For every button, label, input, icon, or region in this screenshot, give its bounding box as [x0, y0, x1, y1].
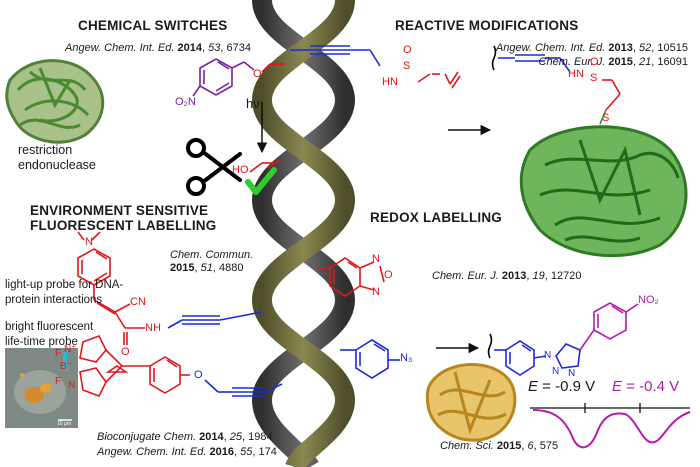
- redox-potential-2: E = -0.4 V: [612, 378, 680, 395]
- atom-bodipy-n1: N⁺: [64, 344, 77, 355]
- atom-no2: NO₂: [638, 294, 659, 306]
- atom-hn-top: HN: [382, 76, 398, 88]
- atom-o-bodipy: O: [194, 369, 203, 381]
- cell-microscopy-image: [5, 348, 78, 428]
- atom-n3: N₃: [400, 352, 413, 364]
- voltammogram: [530, 403, 691, 449]
- ref-bioconjugate: Bioconjugate Chem. 2014, 25, 1984: [97, 431, 273, 443]
- ref-chem-commun: Chem. Commun. 2015, 51, 4880: [170, 249, 254, 274]
- atom-s-right: S: [590, 72, 598, 84]
- atom-ho: HO: [232, 164, 249, 176]
- heading-reactive-modifications: REACTIVE MODIFICATIONS: [395, 18, 579, 33]
- label-bright-fluorescent: bright fluorescent life-time probe: [5, 321, 94, 348]
- atom-n-dimethyl: N: [85, 236, 93, 248]
- bodipy-phenyl: [149, 356, 190, 394]
- alkyne-linker-right: [491, 45, 571, 73]
- atom-o-oxa: O: [384, 269, 393, 281]
- check-icon: [245, 167, 277, 195]
- atom-bodipy-b: B⁻: [60, 361, 72, 372]
- atom-n-triazole2: N: [552, 366, 560, 377]
- nitrobenzyl-group: [192, 58, 255, 97]
- ref-redox: Chem. Eur. J. 2013, 19, 12720: [432, 270, 582, 282]
- atom-nh: NH: [145, 322, 161, 334]
- conjugated-protein: [519, 125, 688, 258]
- alkyne-linker-bodipy: [204, 379, 283, 397]
- ref-angew-2016: Angew. Chem. Int. Ed. 2016, 55, 174: [97, 446, 277, 458]
- dna-strand-gray: [251, 0, 356, 467]
- ho-chain: [249, 162, 276, 173]
- restriction-endonuclease-protein: [5, 59, 105, 144]
- dimethylaminostyryl-probe: [77, 231, 145, 345]
- redox-protein: [425, 362, 517, 442]
- atom-s-thioether: S: [602, 112, 610, 124]
- bodipy-probe: [79, 334, 150, 398]
- alkyne-linker-top: [290, 45, 381, 67]
- atom-o-ether: O: [253, 68, 262, 80]
- atom-n-oxa1: N: [372, 253, 380, 265]
- scissors-icon: [186, 138, 242, 196]
- heading-env-line1: ENVIRONMENT SENSITIVE: [30, 203, 209, 218]
- ref-reactive-1: Angew. Chem. Int. Ed. 2013, 52, 10515: [495, 42, 688, 54]
- atom-s-top: S: [403, 60, 411, 72]
- ref-chem-switch: Angew. Chem. Int. Ed. 2014, 53, 6734: [65, 42, 251, 54]
- azidophenyl-group: [340, 339, 400, 379]
- ref-reactive-2: Chem. Eur. J. 2015, 21, 16091: [538, 56, 688, 68]
- atom-bodipy-f2: F: [55, 376, 62, 387]
- label-light-up-probe: light-up probe for DNA- protein interact…: [5, 279, 124, 306]
- atom-cn: CN: [130, 296, 146, 308]
- atom-n-triazole3: N: [568, 368, 576, 379]
- atom-n-triazole1: N: [544, 350, 552, 361]
- vinyl-sulfonamide: [417, 71, 461, 89]
- atom-bodipy-f1: F: [55, 348, 62, 359]
- label-restriction-endonuclease: restriction endonuclease: [18, 143, 96, 172]
- atom-n-oxa2: N: [372, 286, 380, 298]
- heading-redox-labelling: REDOX LABELLING: [370, 210, 503, 225]
- atom-o2n: O₂N: [175, 96, 196, 108]
- triazole-product: [487, 302, 639, 376]
- ref-chem-sci: Chem. Sci. 2015, 6, 575: [440, 440, 559, 452]
- atom-o-amide: O: [121, 346, 130, 358]
- alkyne-linker-env: [167, 311, 263, 329]
- atom-hn-right: HN: [568, 68, 584, 80]
- heading-chemical-switches: CHEMICAL SWITCHES: [78, 18, 228, 33]
- redox-potential-1: E = -0.9 V: [528, 378, 596, 395]
- label-scale-bar: 10 μm: [57, 421, 71, 427]
- label-hv: hν: [246, 96, 260, 111]
- dna-strand-olive: [251, 0, 356, 467]
- heading-environment-sensitive: ENVIRONMENT SENSITIVE FLUORESCENT LABELL…: [30, 203, 216, 233]
- ether-chain: [261, 63, 285, 169]
- dna-helix: [251, 0, 356, 467]
- atom-o-right: O: [590, 56, 599, 68]
- atom-o-top: O: [403, 44, 412, 56]
- benzoxadiazole-probe: [318, 257, 385, 297]
- sulfonyl-thioether: [599, 79, 621, 125]
- heading-env-line2: FLUORESCENT LABELLING: [30, 218, 217, 233]
- atom-bodipy-n2: N: [68, 380, 76, 391]
